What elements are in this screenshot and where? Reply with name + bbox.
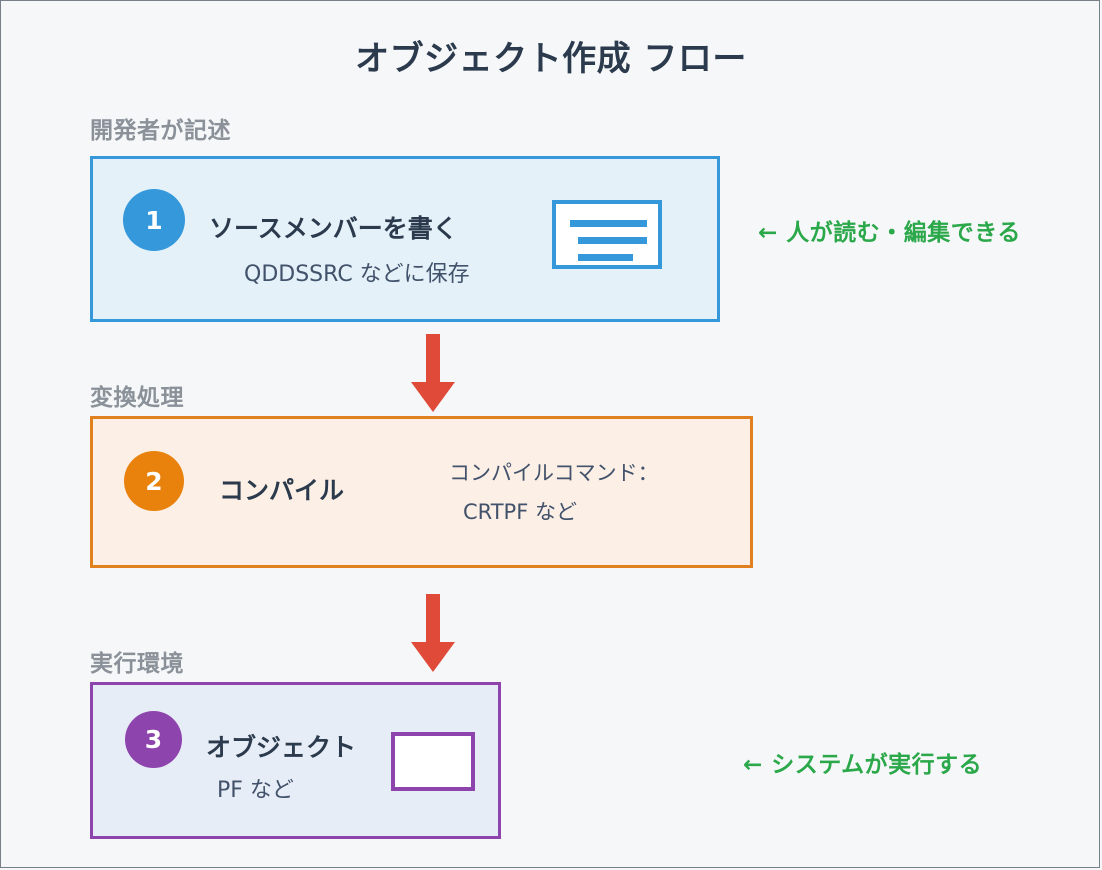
arrow-head: [411, 382, 455, 412]
arrow-head: [411, 642, 455, 672]
step-title-1: ソースメンバーを書く: [209, 214, 458, 243]
step-note-2-line2: CRTPF など: [463, 500, 577, 524]
arrow-shaft: [426, 594, 440, 646]
object-box-icon: [391, 732, 475, 791]
annotation-human-readable: ← 人が読む・編集できる: [758, 220, 1021, 246]
section-label-developer: 開発者が記述: [90, 118, 231, 144]
document-icon: [552, 200, 662, 269]
step-subtitle-3: PF など: [217, 778, 294, 803]
step-subtitle-1: QDDSSRC などに保存: [244, 262, 470, 287]
document-icon-line-3: [578, 254, 633, 261]
step-number-badge-2: 2: [124, 451, 184, 511]
page-title: オブジェクト作成 フロー: [355, 39, 747, 79]
section-label-conversion: 変換処理: [90, 385, 184, 411]
step-number-badge-3: 3: [125, 711, 182, 768]
document-icon-line-1: [570, 220, 647, 227]
arrow-shaft: [426, 334, 440, 386]
step-title-3: オブジェクト: [206, 733, 357, 762]
annotation-system-executes: ← システムが実行する: [743, 752, 983, 778]
step-number-badge-1: 1: [123, 189, 185, 251]
document-icon-line-2: [578, 237, 647, 244]
step-note-2-line1: コンパイルコマンド：: [449, 461, 659, 485]
arrow-step2-to-step3: [411, 594, 455, 674]
arrow-step1-to-step2: [411, 334, 455, 414]
step-title-2: コンパイル: [219, 476, 345, 505]
section-label-runtime: 実行環境: [90, 651, 184, 677]
step-box-2[interactable]: [90, 416, 753, 568]
